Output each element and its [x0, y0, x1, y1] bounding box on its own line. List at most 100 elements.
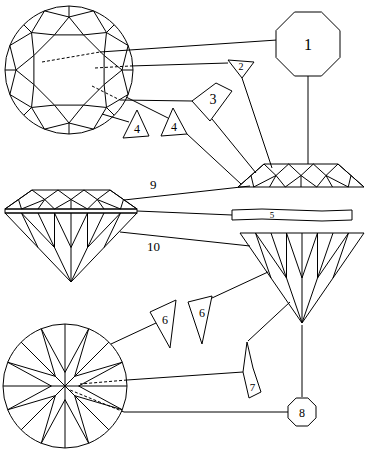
- facet-line: [24, 25, 32, 33]
- pavilion-main: [3, 386, 65, 387]
- facet-line: [10, 46, 16, 70]
- facet-line: [106, 25, 114, 33]
- triangle-facet: 2: [228, 60, 254, 78]
- shape-outline: [123, 110, 149, 138]
- triangle-facet: 4: [161, 108, 187, 136]
- facet-line: [93, 11, 106, 33]
- callout-number: 10: [146, 240, 161, 253]
- facet-line: [97, 190, 110, 200]
- shape-outline: [232, 209, 352, 221]
- facet-line: [256, 233, 272, 278]
- leader-line: [302, 325, 303, 397]
- facet-line: [71, 190, 84, 200]
- callout-number: 4: [134, 123, 140, 135]
- facet-line: [10, 94, 32, 107]
- leader-line: [187, 134, 241, 184]
- facet-line: [41, 329, 55, 377]
- leader-line: [124, 186, 250, 200]
- facet-line: [45, 123, 69, 129]
- girdle-band: 5: [232, 208, 352, 222]
- octagon-facet: 1: [276, 12, 340, 76]
- facet-line: [5, 200, 19, 210]
- facet-line: [69, 17, 84, 35]
- facet-line: [45, 200, 55, 210]
- crown-outline: [238, 164, 364, 187]
- facet-line: [313, 164, 326, 176]
- facet-line: [238, 176, 251, 188]
- leader-line: [80, 380, 127, 384]
- facet-line: [16, 70, 34, 85]
- callout-number: 4: [171, 121, 177, 133]
- facet-line: [301, 176, 302, 188]
- callout-number: 2: [239, 62, 244, 72]
- leader-line: [95, 66, 130, 68]
- facet-line: [45, 190, 58, 200]
- facet-line: [333, 233, 349, 278]
- facet-line: [351, 176, 364, 188]
- kite-facet: 7: [243, 342, 261, 398]
- leader-line: [120, 232, 250, 246]
- shape-outline: [232, 208, 352, 222]
- table-facet: [34, 35, 104, 105]
- facet-line: [276, 164, 289, 176]
- facet-line: [121, 200, 124, 210]
- leader-line: [248, 302, 290, 341]
- shape-outline: [243, 342, 261, 398]
- facet-line: [75, 362, 123, 376]
- callout-number: 5: [270, 211, 275, 220]
- girdle-band: [5, 209, 137, 213]
- leader-line: [92, 86, 120, 100]
- facet-line: [41, 329, 65, 373]
- facet-line: [38, 213, 71, 282]
- facet-line: [32, 190, 45, 200]
- facet-line: [104, 213, 121, 248]
- facet-line: [71, 200, 88, 210]
- crown-outline: [5, 190, 137, 209]
- shape-outline: [276, 12, 340, 76]
- leader-line: [111, 323, 156, 344]
- facet-line: [302, 233, 318, 278]
- pavilion-main: [65, 342, 109, 386]
- facet-line: [326, 164, 338, 176]
- leader-line: [212, 272, 268, 298]
- facet-line: [254, 176, 276, 188]
- leader-line: [100, 40, 277, 52]
- pavilion-main: [21, 386, 65, 430]
- shape-outline: [161, 108, 187, 136]
- facet-line: [16, 55, 34, 70]
- facet-line: [104, 85, 106, 108]
- leader-line: [120, 100, 192, 101]
- girdle-outline: [3, 324, 127, 448]
- facet-line: [69, 6, 70, 17]
- facet-line: [106, 107, 114, 115]
- facet-line: [84, 105, 107, 107]
- facet-line: [286, 233, 287, 278]
- facet-line: [110, 190, 124, 200]
- pavilion-main: [65, 386, 66, 448]
- facet-line: [87, 213, 88, 248]
- facet-line: [55, 200, 72, 210]
- facet-line: [271, 233, 302, 323]
- facet-line: [124, 200, 138, 210]
- leader-line: [124, 412, 288, 413]
- facet-line: [71, 213, 88, 248]
- facet-line: [88, 200, 98, 210]
- facet-line: [54, 105, 69, 123]
- facet-line: [317, 233, 318, 278]
- facet-line: [71, 200, 72, 210]
- facet-line: [97, 200, 120, 210]
- facet-line: [45, 11, 69, 17]
- triangle-facet: 6: [186, 296, 212, 344]
- facet-line: [10, 70, 16, 94]
- facet-line: [289, 164, 301, 176]
- facet-line: [8, 386, 52, 410]
- kite-facet: 3: [192, 83, 232, 121]
- facet-line: [122, 70, 128, 94]
- shape-outline: [288, 398, 316, 426]
- facet-line: [301, 176, 317, 188]
- leader-line: [130, 63, 228, 66]
- facet-line: [54, 17, 69, 35]
- facet-line: [19, 190, 33, 200]
- facet-line: [326, 176, 348, 188]
